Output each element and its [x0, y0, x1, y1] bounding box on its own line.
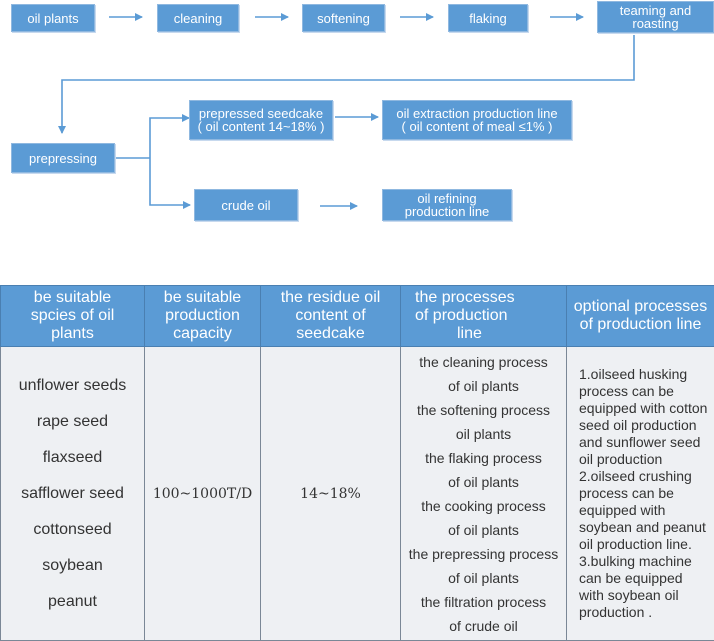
list-item: the prepressing process — [408, 545, 559, 562]
list-item: the cooking process — [421, 497, 546, 514]
node-label: roasting — [632, 16, 679, 31]
list-item: oil plants — [455, 425, 512, 442]
list-item: rape seed — [36, 412, 109, 430]
flow-arrows — [58, 13, 635, 210]
node-label: crude oil — [221, 197, 271, 213]
cell-residue: 14~18% — [260, 346, 401, 641]
list-item: 3.bulking machine can be equipped with s… — [579, 553, 692, 620]
header-capacity: be suitable production capacity — [144, 285, 261, 347]
list-item: unflower seeds — [18, 376, 127, 394]
list-item: of oil plants — [448, 569, 519, 586]
node-label: prepressed seedcake — [198, 106, 324, 121]
node-flaking: flaking — [448, 4, 528, 32]
cell-processes: the cleaning process of oil plants the s… — [400, 346, 567, 641]
list-item: peanut — [48, 592, 97, 610]
arrow-steaming-prepressing — [58, 35, 635, 134]
node-softening: softening — [302, 4, 385, 32]
process-flow-diagram: oil plants cleaning softening flaking te… — [0, 0, 714, 240]
node-label: softening — [317, 10, 370, 26]
list-item: of oil plants — [448, 473, 519, 490]
node-cleaning: cleaning — [157, 4, 239, 32]
node-label: ( oil content of meal ≤1% ) — [401, 119, 553, 134]
node-label: oil extraction production line — [396, 106, 558, 121]
node-crude-oil: crude oil — [194, 189, 298, 221]
list-item: of crude oil — [449, 617, 518, 634]
node-extraction-line: oil extraction production line ( oil con… — [382, 100, 572, 140]
node-label: oil refining — [417, 191, 477, 206]
header-optional: optional processes of production line — [566, 285, 714, 347]
node-prepressing: prepressing — [11, 143, 115, 173]
table-header-row: be suitable spcies of oil plants be suit… — [0, 285, 714, 347]
header-residue: the residue oil content of seedcake — [260, 285, 401, 347]
specification-table: be suitable spcies of oil plants be suit… — [0, 285, 714, 641]
node-label: production line — [404, 204, 490, 219]
list-item: 1.oilseed husking process can be equippe… — [579, 366, 708, 467]
list-item: the cleaning process — [419, 353, 548, 370]
node-label: teaming and — [619, 3, 692, 18]
cell-capacity: 100~1000T/D — [144, 346, 261, 641]
node-refining-line: oil refining production line — [382, 189, 512, 221]
node-label: cleaning — [173, 10, 223, 26]
arrow-branch-crudeoil — [149, 158, 191, 209]
node-steaming-roasting: teaming and roasting — [597, 1, 714, 33]
header-species: be suitable spcies of oil plants — [0, 285, 145, 347]
list-item: the filtration process — [420, 593, 547, 610]
list-item: flaxseed — [42, 448, 103, 466]
node-label: prepressing — [29, 150, 97, 166]
list-item: the flaking process — [425, 449, 542, 466]
header-processes: the processes of production line — [400, 285, 567, 347]
list-item: of oil plants — [448, 377, 519, 394]
table-row: unflower seeds rape seed flaxseed safflo… — [0, 346, 714, 641]
node-prepressed-seedcake: prepressed seedcake ( oil content 14~18%… — [189, 100, 333, 140]
node-label: oil plants — [27, 10, 79, 26]
cell-species: unflower seeds rape seed flaxseed safflo… — [0, 346, 145, 641]
node-label: ( oil content 14~18% ) — [197, 119, 325, 134]
list-item: the softening process — [416, 401, 551, 418]
node-oil-plants: oil plants — [11, 4, 95, 32]
list-item: safflower seed — [21, 484, 124, 502]
list-item: soybean — [42, 556, 103, 574]
list-item: cottonseed — [33, 520, 112, 538]
node-label: flaking — [469, 10, 507, 26]
list-item: 2.oilseed crushing process can be equipp… — [579, 468, 706, 552]
list-item: of oil plants — [448, 521, 519, 538]
cell-optional: 1.oilseed husking process can be equippe… — [566, 346, 714, 641]
arrow-branch-seedcake — [149, 114, 190, 158]
